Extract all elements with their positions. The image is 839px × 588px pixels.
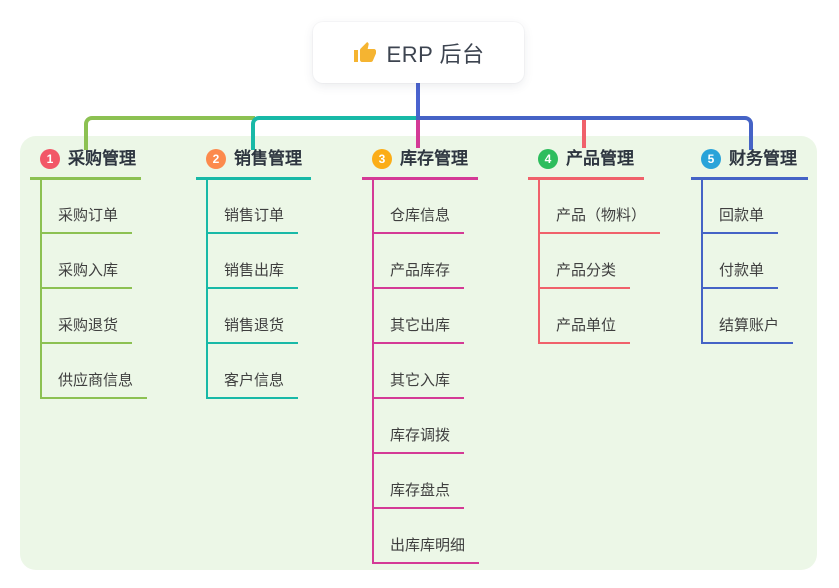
connector-branch4-drop	[582, 120, 586, 148]
child-node[interactable]: 其它入库	[372, 367, 465, 399]
branch-product: 4 产品管理 产品（物料） 产品分类 产品单位	[528, 146, 661, 351]
child-node[interactable]: 产品分类	[538, 257, 631, 289]
branch-sales-header[interactable]: 2 销售管理	[196, 146, 311, 180]
root-title: ERP 后台	[386, 41, 485, 67]
branch-label: 产品管理	[566, 149, 634, 168]
child-node[interactable]: 采购订单	[40, 202, 133, 234]
branch-children-line	[701, 178, 703, 342]
branch-number-badge: 1	[40, 149, 60, 169]
branch-label: 财务管理	[729, 149, 797, 168]
branch-label: 销售管理	[234, 149, 302, 168]
child-node[interactable]: 供应商信息	[40, 367, 148, 399]
child-node[interactable]: 销售订单	[206, 202, 299, 234]
branch-label: 采购管理	[68, 149, 136, 168]
child-node[interactable]: 付款单	[701, 257, 779, 289]
branch-number-badge: 3	[372, 149, 392, 169]
child-node[interactable]: 回款单	[701, 202, 779, 234]
branch-product-header[interactable]: 4 产品管理	[528, 146, 644, 180]
child-node[interactable]: 其它出库	[372, 312, 465, 344]
child-node[interactable]: 产品（物料）	[538, 202, 661, 234]
branch-purchase-header[interactable]: 1 采购管理	[30, 146, 141, 180]
branch-number-badge: 5	[701, 149, 721, 169]
branch-children-line	[538, 178, 540, 342]
connector-branch1-elbow	[84, 116, 255, 150]
child-node[interactable]: 出库库明细	[372, 532, 480, 564]
branch-finance-header[interactable]: 5 财务管理	[691, 146, 808, 180]
child-node[interactable]: 产品单位	[538, 312, 631, 344]
child-node[interactable]: 仓库信息	[372, 202, 465, 234]
child-node[interactable]: 库存调拨	[372, 422, 465, 454]
branch-sales: 2 销售管理 销售订单 销售出库 销售退货 客户信息	[196, 146, 311, 406]
root-node[interactable]: ERP 后台	[313, 22, 524, 83]
branch-purchase: 1 采购管理 采购订单 采购入库 采购退货 供应商信息	[30, 146, 148, 406]
child-node[interactable]: 销售出库	[206, 257, 299, 289]
child-node[interactable]: 结算账户	[701, 312, 794, 344]
child-node[interactable]: 销售退货	[206, 312, 299, 344]
connector-root-line	[416, 83, 420, 116]
mindmap-background-panel	[20, 136, 817, 570]
thumbs-up-icon	[353, 41, 377, 65]
child-node[interactable]: 客户信息	[206, 367, 299, 399]
branch-inventory: 3 库存管理 仓库信息 产品库存 其它出库 其它入库 库存调拨 库存盘点 出库库…	[362, 146, 480, 570]
branch-label: 库存管理	[400, 149, 468, 168]
connector-branch5-elbow	[416, 116, 753, 150]
branch-children-line	[372, 178, 374, 562]
branch-inventory-header[interactable]: 3 库存管理	[362, 146, 478, 180]
connector-branch2-elbow	[251, 116, 420, 150]
branch-number-badge: 2	[206, 149, 226, 169]
connector-branch3-drop	[416, 120, 420, 148]
branch-number-badge: 4	[538, 149, 558, 169]
child-node[interactable]: 产品库存	[372, 257, 465, 289]
child-node[interactable]: 采购退货	[40, 312, 133, 344]
child-node[interactable]: 库存盘点	[372, 477, 465, 509]
child-node[interactable]: 采购入库	[40, 257, 133, 289]
branch-finance: 5 财务管理 回款单 付款单 结算账户	[691, 146, 808, 351]
